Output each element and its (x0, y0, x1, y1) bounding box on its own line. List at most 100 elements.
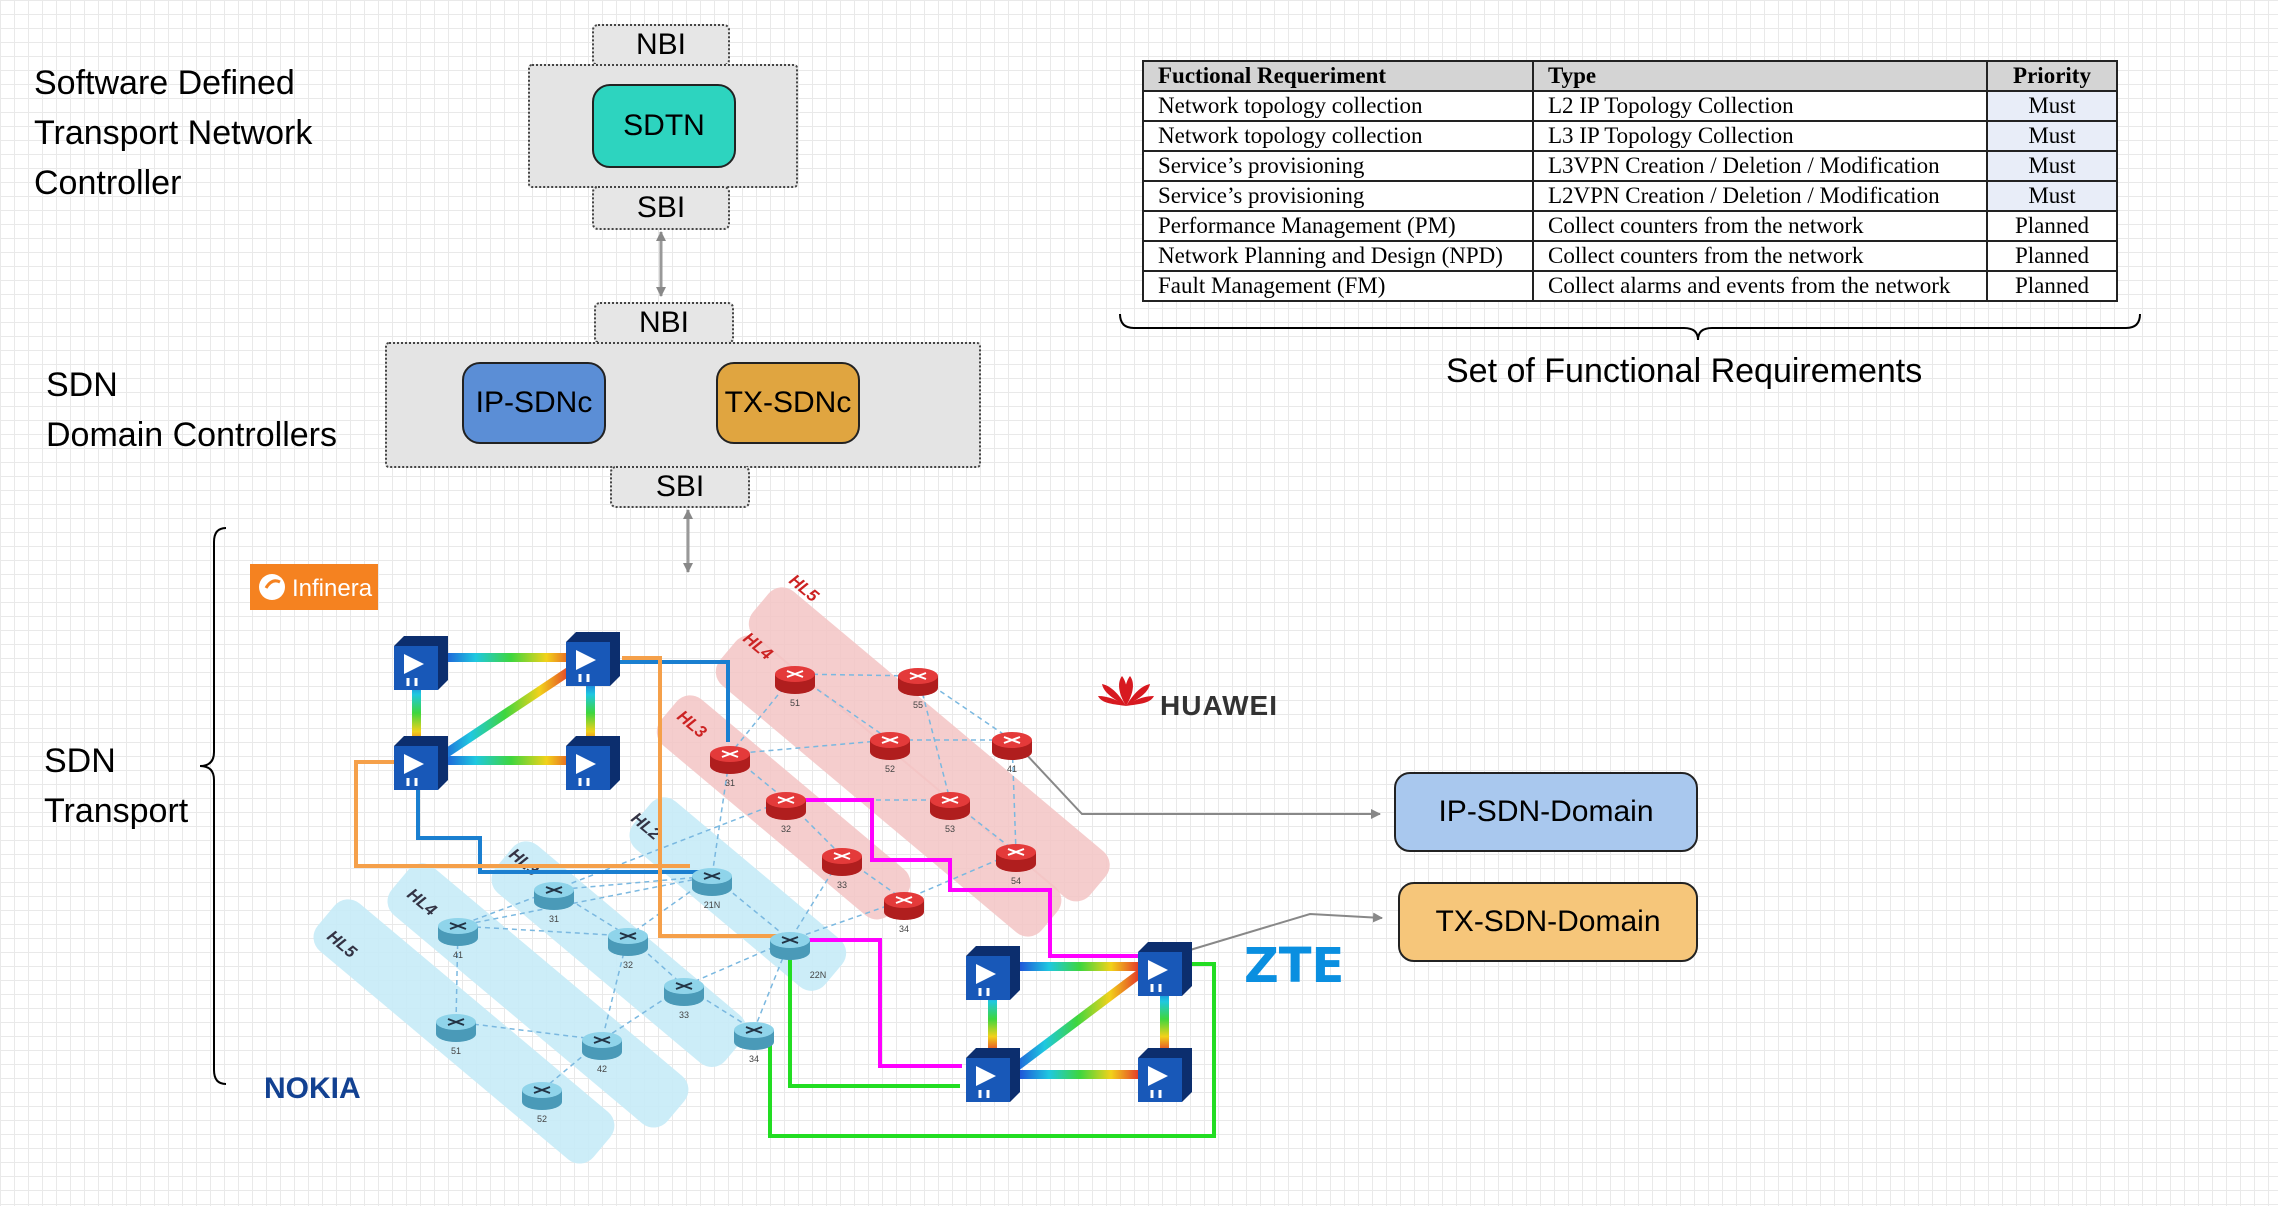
table-row: Network Planning and Design (NPD) Collec… (1142, 240, 2118, 272)
cell-type: Collect counters from the network (1532, 240, 1988, 272)
infinera-rainbow-links (412, 653, 595, 765)
router-tag: 31 (725, 778, 735, 788)
transport-title-line: SDN (44, 742, 116, 780)
router-icon: 55 (898, 668, 938, 710)
zte-switches (966, 942, 1192, 1102)
domain-sbi-interface: SBI (610, 466, 750, 508)
table-row: Service’s provisioning L2VPN Creation / … (1142, 180, 2118, 212)
router-icon: 52 (870, 732, 910, 774)
tx-sdn-domain-box[interactable]: TX-SDN-Domain (1398, 882, 1698, 962)
router-icon: 52 (522, 1082, 562, 1124)
router-icon: 51 (436, 1014, 476, 1056)
cell-priority: Planned (1986, 210, 2118, 242)
router-tag: 21N (704, 900, 721, 910)
tx-sdnc-controller[interactable]: TX-SDNc (716, 362, 860, 444)
router-icon: 42 (582, 1032, 622, 1074)
infinera-logo-icon (259, 574, 285, 600)
sdtn-title-line: Software Defined (34, 64, 295, 102)
zte-rainbow-links (988, 962, 1169, 1079)
cell-priority: Planned (1986, 240, 2118, 272)
sdtn-title-line: Controller (34, 164, 182, 202)
router-tag: 32 (623, 960, 633, 970)
optical-switch-icon (566, 632, 620, 686)
router-tag: 34 (749, 1054, 759, 1064)
sdtn-controller[interactable]: SDTN (592, 84, 736, 168)
router-icon: 32 (608, 928, 648, 970)
router-tag: 33 (837, 880, 847, 890)
sdn-transport-title: SDN Transport (44, 736, 188, 836)
optical-switch-icon (394, 636, 448, 690)
table-row: Service’s provisioning L3VPN Creation / … (1142, 150, 2118, 182)
cell-priority: Must (1986, 180, 2118, 212)
cell-requirement: Network topology collection (1142, 120, 1534, 152)
cell-requirement: Network topology collection (1142, 90, 1534, 122)
optical-switch-icon (394, 736, 448, 790)
nokia-logo-text: NOKIA (264, 1072, 361, 1105)
sdtn-title-line: Transport Network (34, 114, 313, 152)
huawei-to-ip-domain-arrow (1023, 751, 1381, 819)
nokia-routers: 21N 22N 31 32 41 33 51 42 34 52 (436, 868, 826, 1124)
magenta-link (790, 938, 962, 1068)
orange-link (622, 656, 784, 938)
router-icon: 41 (992, 732, 1032, 774)
green-link (788, 950, 960, 1088)
domain-nbi-interface: NBI (594, 302, 734, 344)
router-icon: 54 (996, 844, 1036, 886)
blue-link (602, 660, 730, 742)
router-icon: 34 (734, 1022, 774, 1064)
cell-requirement: Fault Management (FM) (1142, 270, 1534, 302)
router-tag: 55 (913, 700, 923, 710)
optical-switch-icon (966, 946, 1020, 1000)
router-icon: 22N (770, 932, 826, 980)
zte-to-tx-domain-arrow (1189, 912, 1383, 951)
cell-type: L2 IP Topology Collection (1532, 90, 1988, 122)
green-link (768, 962, 1216, 1138)
optical-switch-icon (966, 1048, 1020, 1102)
cell-priority: Must (1986, 150, 2118, 182)
cell-requirement: Service’s provisioning (1142, 150, 1534, 182)
huawei-logo-icon (1098, 676, 1154, 706)
blue-link (416, 776, 712, 874)
ip-sdnc-controller[interactable]: IP-SDNc (462, 362, 606, 444)
sdtn-title: Software Defined Transport Network Contr… (34, 58, 312, 208)
router-tag: 54 (1011, 876, 1021, 886)
router-icon: 33 (822, 848, 862, 890)
magenta-link (790, 798, 1142, 958)
huawei-routers: 51 55 52 41 31 32 53 33 34 54 (710, 666, 1036, 934)
orange-link (354, 760, 690, 868)
cell-requirement: Service’s provisioning (1142, 180, 1534, 212)
router-tag: 42 (597, 1064, 607, 1074)
requirements-caption: Set of Functional Requirements (1446, 352, 1923, 390)
cell-type: Collect alarms and events from the netwo… (1532, 270, 1988, 302)
zte-logo-text: ZTE (1244, 938, 1345, 994)
router-tag: 34 (899, 924, 909, 934)
router-icon: 32 (766, 792, 806, 834)
cell-requirement: Performance Management (PM) (1142, 210, 1534, 242)
domain-title-line: SDN (46, 366, 118, 404)
router-tag: 33 (679, 1010, 689, 1020)
router-icon: 53 (930, 792, 970, 834)
router-tag: 51 (790, 698, 800, 708)
infinera-logo: Infinera (250, 564, 378, 610)
router-tag: 51 (451, 1046, 461, 1056)
functional-requirements-table: Fuctional Requeriment Type Priority Netw… (1142, 60, 2118, 302)
huawei-logo-text: HUAWEI (1160, 690, 1278, 721)
cell-priority: Must (1986, 90, 2118, 122)
router-tag: 52 (537, 1114, 547, 1124)
router-tag: 53 (945, 824, 955, 834)
router-icon: 21N (692, 868, 732, 910)
cell-priority: Planned (1986, 270, 2118, 302)
sdtn-sbi-interface: SBI (592, 186, 730, 230)
cell-type: L2VPN Creation / Deletion / Modification (1532, 180, 1988, 212)
ip-sdn-domain-box[interactable]: IP-SDN-Domain (1394, 772, 1698, 852)
domain-title-line: Domain Controllers (46, 416, 337, 454)
header-priority: Priority (1986, 60, 2118, 92)
router-icon: 34 (884, 892, 924, 934)
header-type: Type (1532, 60, 1988, 92)
router-tag: 31 (549, 914, 559, 924)
router-icon: 51 (775, 666, 815, 708)
table-header-row: Fuctional Requeriment Type Priority (1142, 60, 2118, 92)
transport-title-line: Transport (44, 792, 189, 830)
cell-type: L3 IP Topology Collection (1532, 120, 1988, 152)
